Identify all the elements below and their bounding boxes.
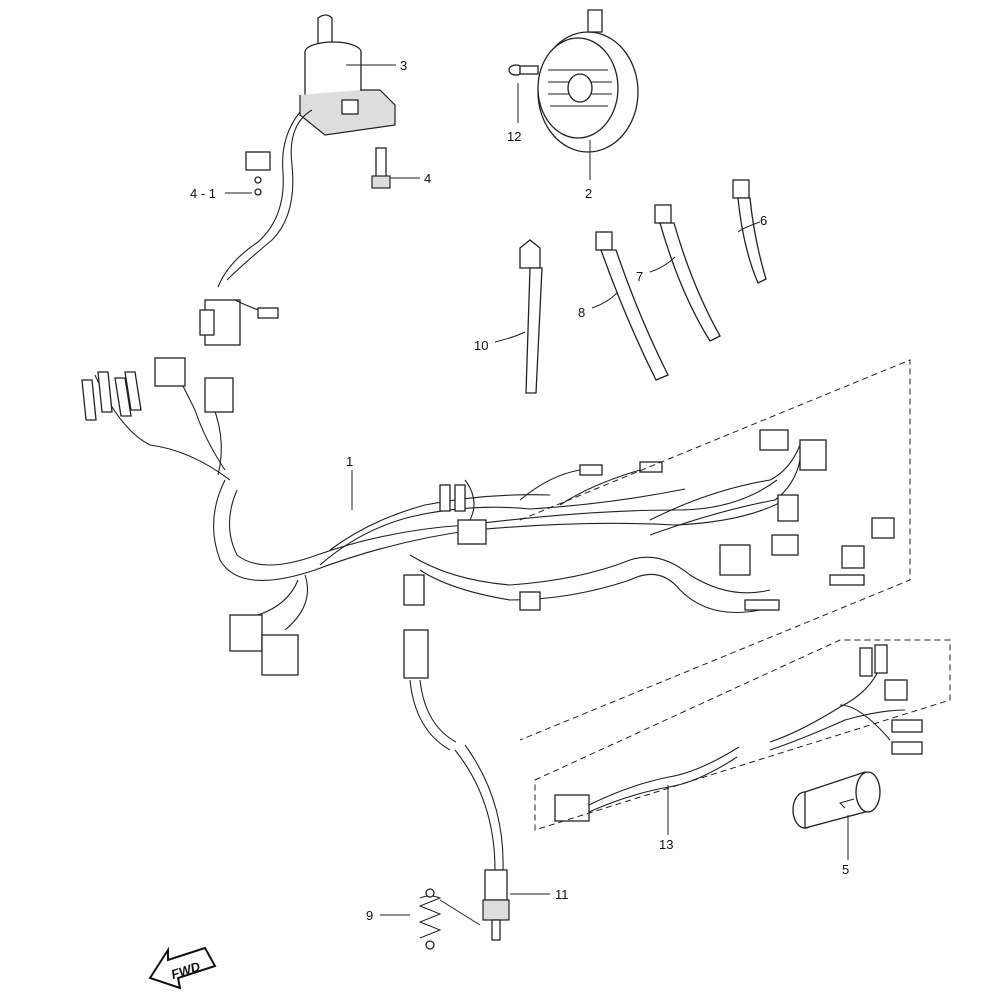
return-spring	[418, 888, 442, 950]
label-part-6: 6	[760, 213, 767, 228]
stop-switch-wire	[403, 574, 510, 941]
label-part-10: 10	[474, 338, 488, 353]
label-part-2: 2	[585, 186, 592, 201]
bolt	[371, 147, 391, 189]
horn-screw	[508, 64, 539, 76]
label-part-8: 8	[578, 305, 585, 320]
label-part-9: 9	[366, 908, 373, 923]
relay	[792, 771, 881, 829]
fwd-arrow-icon: FWD	[148, 946, 217, 990]
label-part-4: 4	[424, 171, 431, 186]
label-part-4-1: 4 - 1	[190, 186, 216, 201]
clip-washer	[245, 151, 271, 196]
cable-tie-8	[595, 231, 669, 381]
ignition-switch	[199, 14, 396, 346]
cable-tie-7	[654, 204, 721, 342]
label-part-1: 1	[346, 454, 353, 469]
label-part-7: 7	[636, 269, 643, 284]
label-part-12: 12	[507, 129, 521, 144]
label-part-5: 5	[842, 862, 849, 877]
label-part-13: 13	[659, 837, 673, 852]
wiring-harness	[81, 357, 895, 676]
horn	[537, 9, 639, 153]
sub-harness	[554, 644, 923, 822]
cable-tie-10	[519, 239, 543, 394]
label-part-11: 11	[555, 887, 569, 902]
label-part-3: 3	[400, 58, 407, 73]
